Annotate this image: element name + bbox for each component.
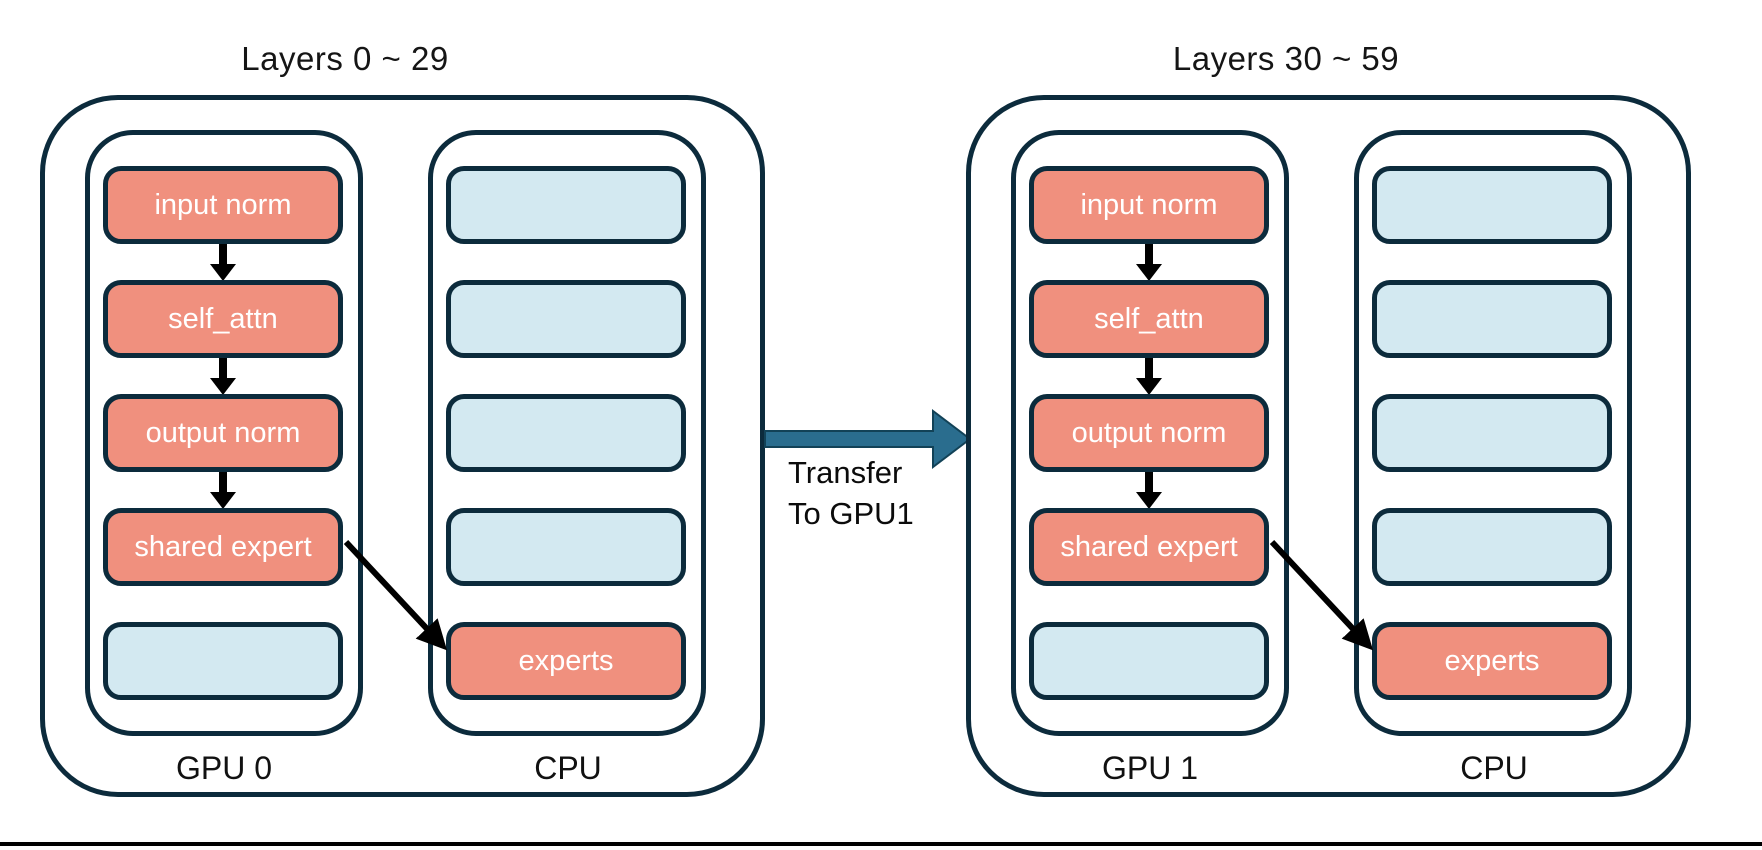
gpu1-column: input norm self_attn output norm shared … — [1011, 130, 1289, 736]
empty-slot — [446, 166, 686, 244]
module-box-self-attn: self_attn — [1029, 280, 1269, 358]
cpu-column: experts — [428, 130, 706, 736]
module-box-experts: experts — [1372, 622, 1612, 700]
diagram-layers-30-59: Layers 30 ~ 59 input norm self_attn outp… — [966, 40, 1693, 810]
down-arrow-icon — [1136, 472, 1162, 509]
cpu-label: CPU — [534, 750, 602, 786]
diagram-title: Layers 30 ~ 59 — [1172, 40, 1400, 77]
node-0-container: input norm self_attn output norm shared … — [40, 95, 765, 797]
module-box-input-norm: input norm — [1029, 166, 1269, 244]
module-box-self-attn: self_attn — [103, 280, 343, 358]
down-arrow-icon — [1136, 244, 1162, 281]
node-1-container: input norm self_attn output norm shared … — [966, 95, 1691, 797]
module-box-output-norm: output norm — [103, 394, 343, 472]
empty-slot — [1029, 622, 1269, 700]
module-box-output-norm: output norm — [1029, 394, 1269, 472]
transfer-caption-line2: To GPU1 — [788, 496, 914, 531]
down-arrow-icon — [1136, 358, 1162, 395]
module-box-shared-expert: shared expert — [1029, 508, 1269, 586]
module-box-experts: experts — [446, 622, 686, 700]
down-arrow-icon — [210, 472, 236, 509]
empty-slot — [446, 508, 686, 586]
empty-slot — [446, 280, 686, 358]
empty-slot — [1372, 280, 1612, 358]
bottom-rule — [0, 842, 1762, 846]
down-arrow-icon — [210, 358, 236, 395]
transfer-caption-line1: Transfer — [788, 455, 903, 490]
empty-slot — [1372, 508, 1612, 586]
module-box-input-norm: input norm — [103, 166, 343, 244]
diagram-title: Layers 0 ~ 29 — [241, 40, 449, 77]
empty-slot — [1372, 394, 1612, 472]
gpu0-label: GPU 0 — [175, 750, 273, 786]
down-arrow-icon — [210, 244, 236, 281]
transfer-arrow-icon — [764, 408, 972, 469]
module-box-shared-expert: shared expert — [103, 508, 343, 586]
empty-slot — [1372, 166, 1612, 244]
empty-slot — [446, 394, 686, 472]
gpu0-column: input norm self_attn output norm shared … — [85, 130, 363, 736]
diagram-layers-0-29: Layers 0 ~ 29 input norm self_attn outpu… — [40, 40, 767, 810]
cpu-label: CPU — [1460, 750, 1528, 786]
empty-slot — [103, 622, 343, 700]
transfer-caption: Transfer To GPU1 — [788, 452, 998, 534]
gpu1-label: GPU 1 — [1101, 750, 1199, 786]
cpu-column: experts — [1354, 130, 1632, 736]
